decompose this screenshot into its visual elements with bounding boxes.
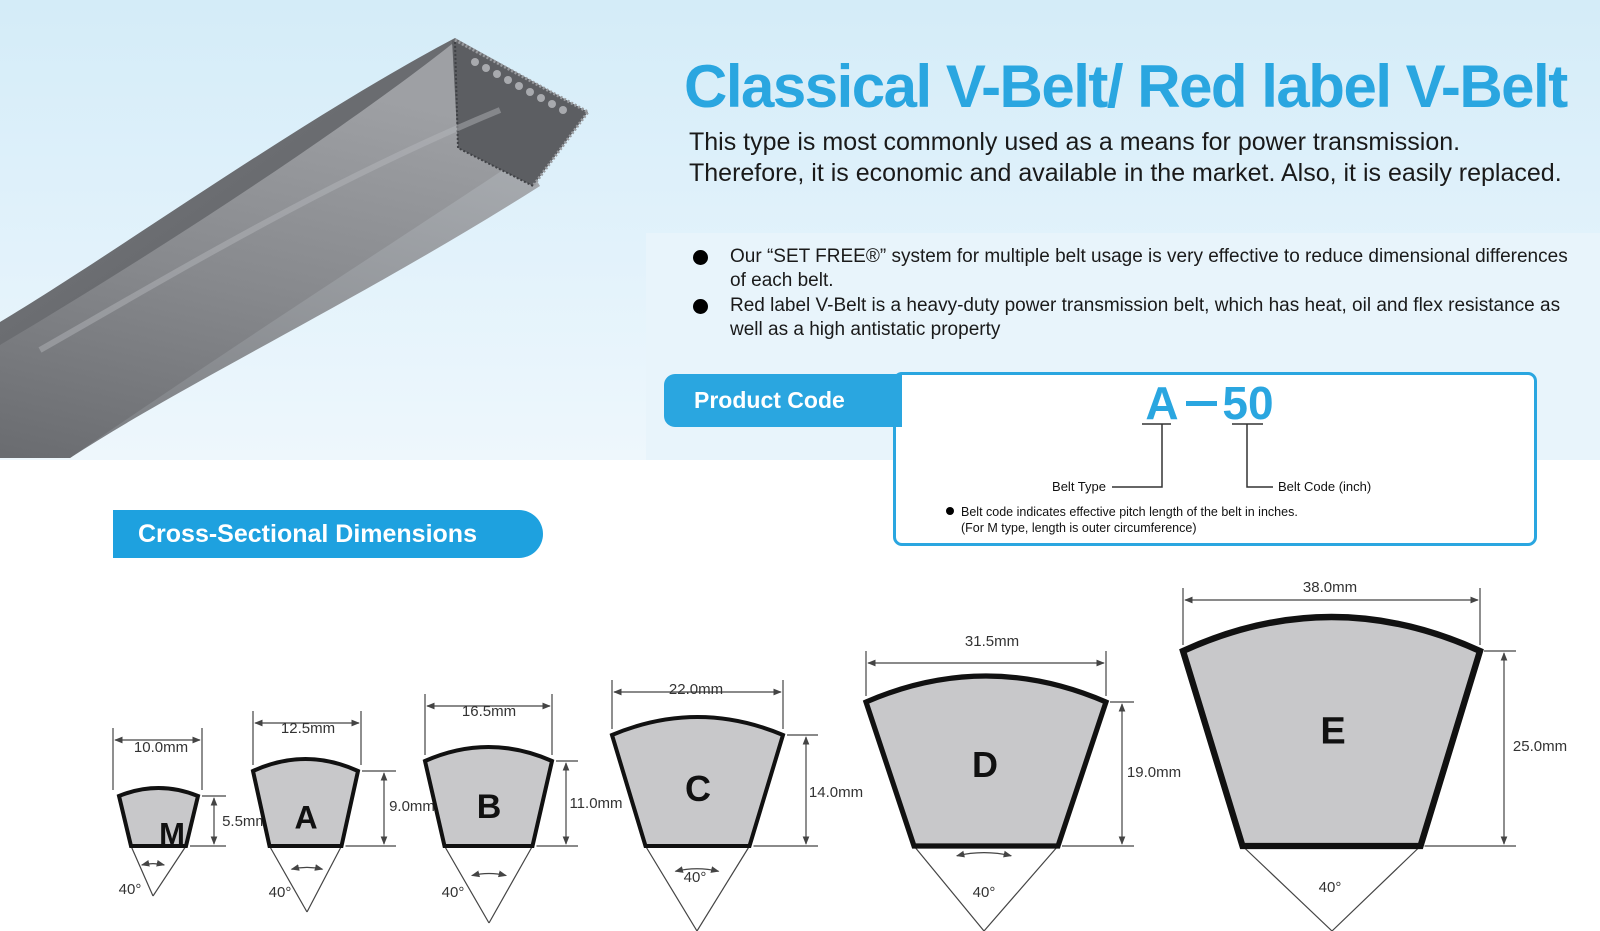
belt-width-label: 38.0mm (1303, 579, 1357, 596)
belt-type-letter: E (1320, 711, 1345, 753)
belt-height-label: 9.0mm (389, 798, 435, 815)
belt-width-label: 16.5mm (462, 703, 516, 720)
belt-angle-label: 40° (119, 881, 142, 898)
belt-height-label: 19.0mm (1127, 764, 1181, 781)
belt-angle-line (983, 845, 1059, 931)
belt-angle-line (443, 845, 490, 924)
belt-angle-line (644, 845, 698, 931)
belt-angle-label: 40° (684, 869, 707, 886)
feature-text: Red label V-Belt is a heavy-duty power t… (730, 295, 1561, 340)
belt-height-label: 14.0mm (809, 784, 863, 801)
belt-body (1179, 613, 1484, 850)
belt-angle-line (1242, 845, 1333, 931)
belt-type-letter: D (972, 744, 998, 785)
page-title: Classical V-Belt/ Red label V-Belt (684, 53, 1568, 120)
belt-angle-line (1331, 845, 1421, 931)
belt-body (862, 673, 1110, 849)
intro-paragraph: This type is most commonly used as a mea… (689, 128, 1562, 187)
belt-type-letter: M (159, 816, 185, 851)
belt-height-label: 11.0mm (569, 795, 622, 812)
belt-height-label: 25.0mm (1513, 738, 1567, 755)
belt-angle-arc (290, 864, 324, 871)
belt-angle-line (913, 845, 985, 931)
belt-angle-label: 40° (442, 884, 465, 901)
bullet-icon (693, 299, 708, 314)
cross-section-heading: Cross-Sectional Dimensions (113, 510, 543, 558)
belt-height-label: 5.5mm (222, 813, 268, 830)
belt-body (116, 786, 201, 848)
v-belt-photo (0, 38, 591, 458)
belt-body (609, 715, 786, 848)
feature-item-red-label: Red label V-Belt is a heavy-duty power t… (690, 294, 1570, 342)
belt-section-d: 31.5mm 19.0mm D 40° (862, 633, 1181, 931)
belt-section-c: 22.0mm 14.0mm C 40° (609, 680, 863, 931)
belt-body (250, 757, 361, 848)
belt-angle-arc (674, 866, 720, 873)
belt-width-label: 22.0mm (669, 681, 723, 698)
belt-angle-line (696, 845, 751, 931)
belt-angle-line (488, 845, 534, 924)
belt-section-a: 12.5mm 9.0mm A 40° (250, 711, 435, 913)
belt-type-letter: B (477, 788, 502, 826)
bullet-icon (693, 250, 708, 265)
feature-list: Our “SET FREE®” system for multiple belt… (690, 245, 1570, 343)
belt-type-letter: C (685, 768, 711, 809)
product-code-heading: Product Code (664, 374, 902, 427)
belt-angle-label: 40° (269, 884, 292, 901)
belt-section-m: 10.0mm 5.5mm M 40° (112, 728, 268, 898)
belt-angle-arc (955, 850, 1013, 858)
belt-angle-label: 40° (1319, 879, 1342, 896)
belt-angle-line (268, 845, 308, 913)
belt-angle-line (306, 845, 343, 913)
belt-width-label: 31.5mm (965, 633, 1019, 650)
belt-angle-arc (140, 859, 166, 867)
belt-angle-label: 40° (973, 884, 996, 901)
belt-width-label: 10.0mm (134, 739, 188, 756)
belt-body (422, 745, 555, 848)
belt-angle-line (152, 845, 187, 897)
belt-section-e: 38.0mm 25.0mm E 40° (1179, 579, 1567, 931)
feature-text: Our “SET FREE®” system for multiple belt… (730, 246, 1568, 291)
belt-angle-line (130, 845, 154, 897)
feature-item-set-free: Our “SET FREE®” system for multiple belt… (690, 245, 1570, 293)
belt-type-letter: A (294, 800, 317, 836)
belt-angle-arc (471, 870, 507, 878)
belt-width-label: 12.5mm (281, 720, 335, 737)
belt-section-b: 16.5mm 11.0mm B 40° (422, 694, 623, 924)
